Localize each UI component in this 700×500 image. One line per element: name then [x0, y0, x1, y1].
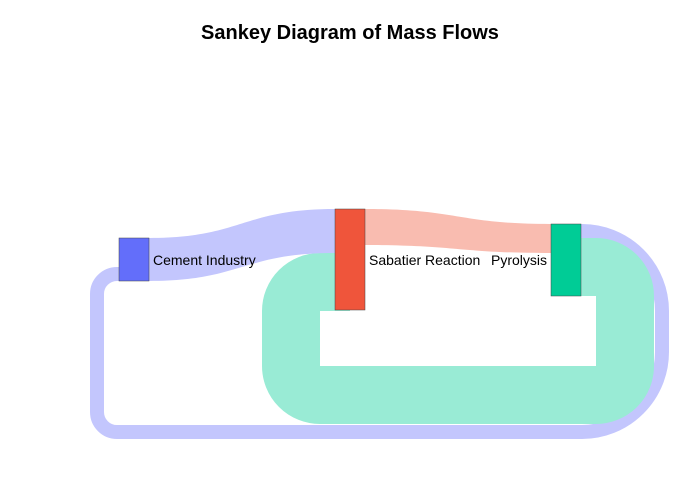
node-pyrolysis[interactable] [550, 223, 582, 297]
link-sabatier-to-pyrolysis [365, 209, 551, 253]
node-cement-industry[interactable] [118, 237, 150, 282]
link-pyrolysis-to-cement [90, 224, 669, 439]
label-pyrolysis: Pyrolysis [491, 252, 547, 268]
link-pyrolysis-to-sabatier [262, 238, 654, 424]
label-cement-industry: Cement Industry [153, 252, 256, 268]
chart-title: Sankey Diagram of Mass Flows [201, 22, 499, 44]
link-cement-to-sabatier [149, 209, 335, 281]
node-sabatier-reaction[interactable] [334, 208, 366, 311]
label-sabatier-reaction: Sabatier Reaction [369, 252, 480, 268]
